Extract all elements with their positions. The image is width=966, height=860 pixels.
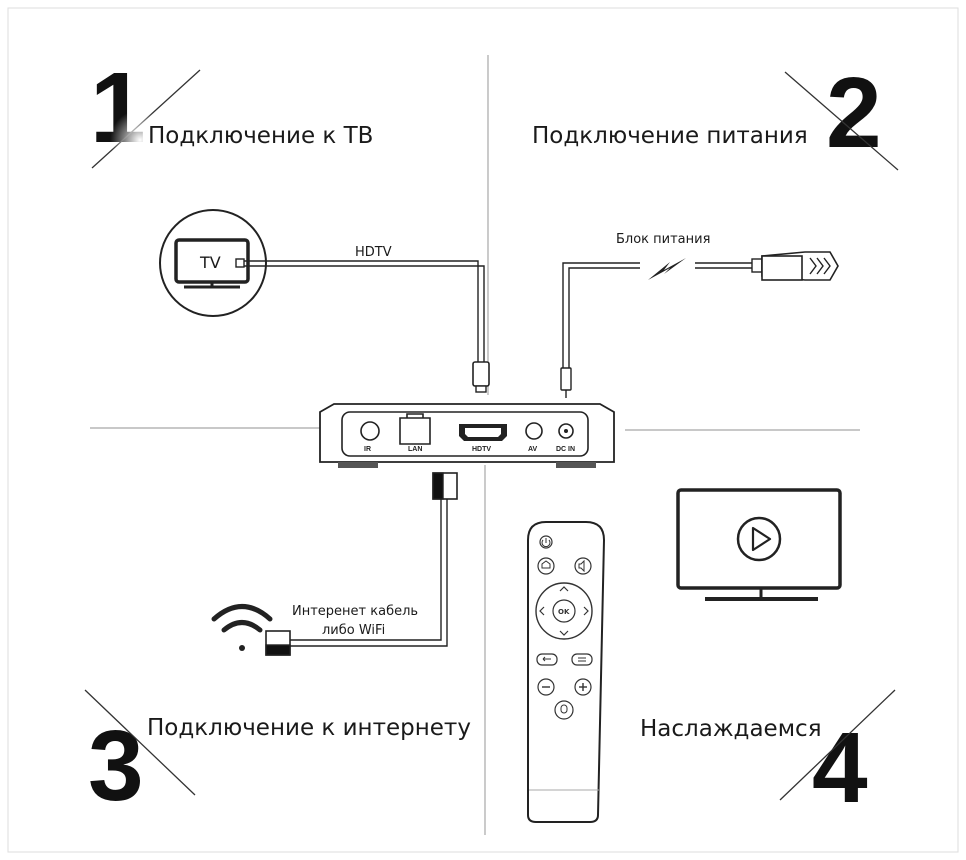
power-cable [560,258,763,398]
remote-ok-button [552,599,576,623]
hdtv-cable [235,258,490,393]
internet-cable-label-1: Интеренет кабель [292,604,418,619]
step-2-number: 2 [826,57,882,169]
lan-port [399,413,431,445]
step-2: Подключение питания 2 [532,57,899,171]
step-3: 3 Подключение к интернету [84,689,471,822]
quadrant-dividers [90,55,860,835]
step-4-title: Наслаждаемся [640,716,822,742]
port-label-hdtv: HDTV [472,446,491,453]
power-break-bolt-icon [648,258,686,280]
power-cable-label: Блок питания [616,232,710,247]
step-4-slash [779,689,896,801]
av-port [525,422,543,440]
remote-menu-icon [571,653,593,666]
play-button-icon [736,516,782,562]
step-3-slash [84,689,196,796]
remote-ok-label: OK [558,608,570,616]
remote-home-icon [537,557,555,575]
tv-icon: TV [159,209,267,317]
port-label-dc-in: DC IN [556,446,575,453]
step-2-slash [784,71,899,171]
power-plug-icon [761,251,839,281]
remote-down-icon [559,630,569,636]
frame-border [7,7,959,853]
step-4-number: 4 [812,712,868,824]
set-top-box: IR LAN HDTV AV DC IN [319,403,615,468]
port-label-ir: IR [364,446,371,453]
port-label-av: AV [528,446,538,453]
remote-mic-icon [554,700,574,720]
hdtv-cable-label: HDTV [355,245,392,260]
step-3-number: 3 [88,710,144,822]
remote-control: OK [527,521,606,823]
internet-cable-label-2: либо WiFi [322,623,385,638]
remote-volume-icon [574,557,592,575]
port-label-lan: LAN [408,446,422,453]
step-2-title: Подключение питания [532,123,808,149]
wifi-icon [211,604,273,651]
remote-up-icon [559,586,569,592]
play-tv-icon [676,488,842,601]
step-1: 1 Подключение к ТВ [90,52,373,170]
remote-left-icon [539,606,545,616]
ir-port [360,421,380,441]
remote-right-icon [583,606,589,616]
lan-cable [265,472,458,656]
step-1-title: Подключение к ТВ [148,123,373,149]
tv-icon-label: TV [199,253,221,272]
step-4: Наслаждаемся 4 [640,689,896,824]
step-3-title: Подключение к интернету [147,715,471,741]
